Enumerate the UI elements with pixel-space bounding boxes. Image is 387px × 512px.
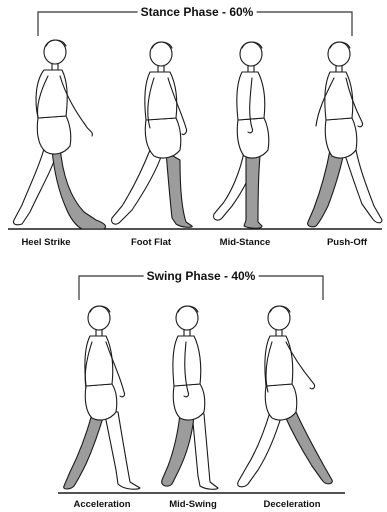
figure-deceleration bbox=[238, 306, 333, 487]
highlighted-leg bbox=[52, 146, 106, 229]
trailing-leg bbox=[238, 412, 282, 487]
hips bbox=[145, 118, 181, 158]
phase-label-heel-strike: Heel Strike bbox=[21, 237, 70, 248]
hips bbox=[265, 384, 297, 420]
phase-label-acceleration: Acceleration bbox=[73, 499, 130, 510]
leading-leg bbox=[344, 150, 382, 223]
phase-label-foot-flat: Foot Flat bbox=[131, 237, 171, 248]
highlighted-leg bbox=[162, 414, 194, 486]
hips bbox=[173, 384, 205, 420]
support-leg bbox=[192, 412, 218, 489]
figure-mid-swing bbox=[162, 306, 218, 489]
highlighted-leg bbox=[244, 154, 262, 228]
hips bbox=[37, 116, 71, 154]
swing-phase-title: Swing Phase - 40% bbox=[144, 269, 259, 283]
hips bbox=[325, 118, 357, 158]
trailing-leg bbox=[13, 142, 58, 225]
hips bbox=[85, 384, 117, 420]
hips bbox=[237, 118, 269, 158]
highlighted-leg bbox=[284, 412, 332, 484]
trailing-leg bbox=[112, 150, 162, 224]
highlighted-leg bbox=[64, 414, 104, 489]
figure-push-off bbox=[308, 42, 382, 227]
figure-foot-flat bbox=[112, 42, 193, 227]
figure-heel-strike bbox=[13, 40, 105, 229]
torso bbox=[265, 336, 293, 386]
support-leg bbox=[104, 410, 140, 489]
torso bbox=[325, 72, 353, 120]
stance-phase-title: Stance Phase - 60% bbox=[138, 5, 257, 19]
phase-label-push-off: Push-Off bbox=[327, 237, 367, 248]
highlighted-leg bbox=[308, 150, 344, 227]
torso bbox=[173, 336, 201, 386]
torso bbox=[85, 336, 113, 386]
phase-label-mid-stance: Mid-Stance bbox=[220, 237, 271, 248]
phase-label-mid-swing: Mid-Swing bbox=[169, 499, 217, 510]
figure-acceleration bbox=[64, 306, 140, 489]
figure-mid-stance bbox=[214, 42, 269, 228]
phase-label-deceleration: Deceleration bbox=[263, 499, 320, 510]
highlighted-leg bbox=[166, 152, 192, 227]
